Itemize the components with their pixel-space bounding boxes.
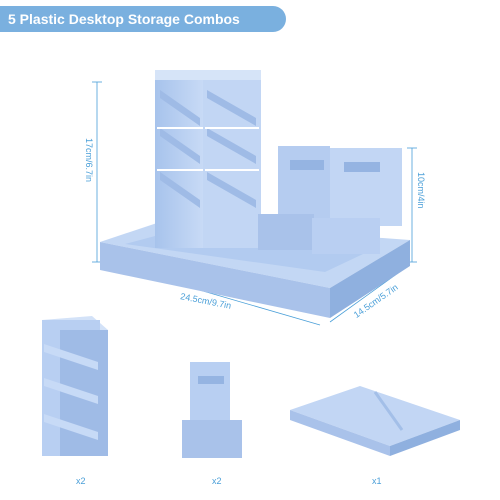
banner-title: 5 Plastic Desktop Storage Combos — [8, 11, 240, 27]
height-dimension-label: 17cm/6.7in — [84, 138, 94, 183]
title-banner: 5 Plastic Desktop Storage Combos — [0, 6, 286, 32]
single-tower — [42, 316, 108, 456]
tower-quantity-label: x2 — [76, 476, 86, 486]
tray-quantity-label: x1 — [372, 476, 382, 486]
cup-quantity-label: x2 — [212, 476, 222, 486]
single-cup — [182, 362, 242, 458]
assembled-towers — [155, 70, 261, 248]
assembled-cups — [258, 146, 402, 254]
cup-height-dimension-label: 10cm/4in — [416, 172, 426, 209]
single-tray — [290, 386, 460, 456]
